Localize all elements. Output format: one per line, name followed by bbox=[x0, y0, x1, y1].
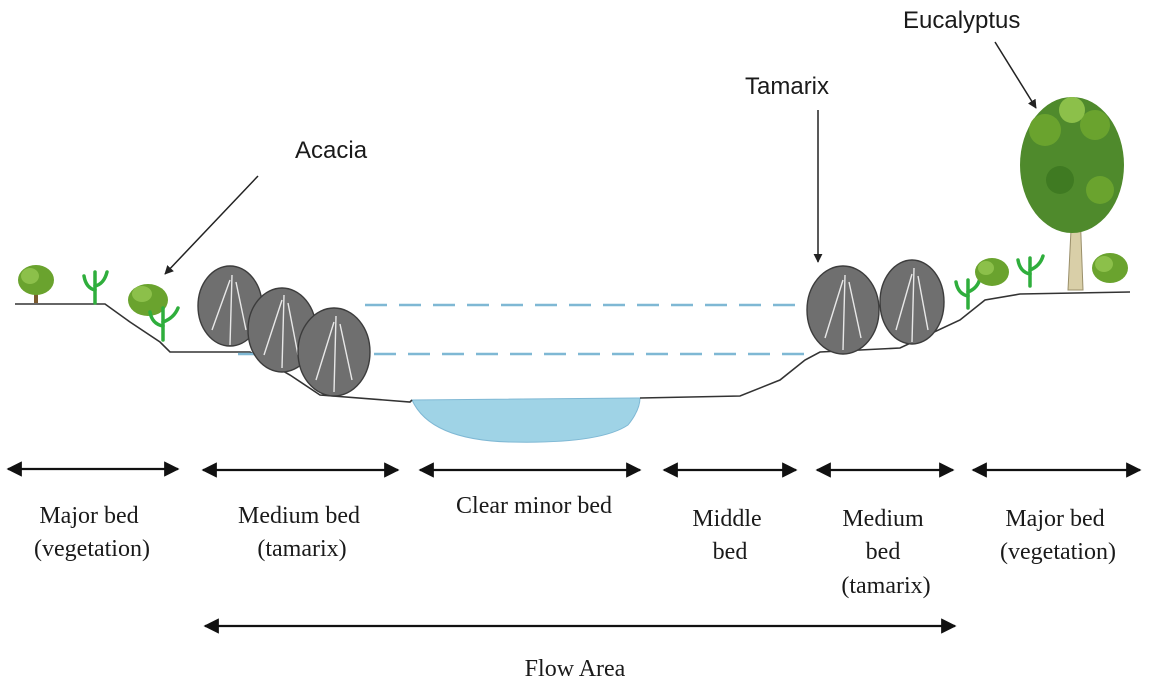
zone-label-middle-bed: Middle bed bbox=[692, 506, 767, 565]
zone-label-medium-bed-right: Medium bed (tamarix) bbox=[841, 506, 930, 599]
succulent-icon bbox=[148, 306, 180, 342]
shrub-icon bbox=[18, 265, 54, 303]
ground-profile bbox=[15, 291, 1131, 403]
shrub-icon bbox=[1092, 253, 1128, 283]
tamarix-label: Tamarix bbox=[745, 73, 829, 100]
succulent-icon bbox=[954, 276, 982, 310]
succulent-icon bbox=[82, 270, 109, 305]
acacia-pointer bbox=[164, 175, 259, 275]
zone-label-major-bed-left: Major bed (vegetation) bbox=[34, 503, 150, 562]
zone-label-clear-minor-bed: Clear minor bed bbox=[456, 493, 612, 519]
tamarix-shrub-icon bbox=[806, 265, 880, 355]
succulent-icon bbox=[1016, 254, 1045, 288]
zone-label-major-bed-right: Major bed (vegetation) bbox=[1000, 506, 1116, 565]
zone-label-medium-bed-left: Medium bed (tamarix) bbox=[238, 503, 366, 562]
eucalyptus-pointer bbox=[994, 41, 1037, 109]
eucalyptus-label: Eucalyptus bbox=[903, 7, 1020, 34]
acacia-shrub-icon bbox=[128, 284, 168, 316]
tamarix-shrub-icon bbox=[879, 259, 945, 345]
minor-bed-water bbox=[411, 397, 641, 443]
acacia-label: Acacia bbox=[295, 137, 368, 164]
tamarix-shrub-icon bbox=[297, 307, 371, 397]
eucalyptus-tree-icon bbox=[1020, 97, 1124, 291]
tamarix-shrub-icon bbox=[197, 265, 263, 347]
flow-area-label: Flow Area bbox=[525, 656, 626, 682]
shrub-icon bbox=[975, 258, 1009, 286]
